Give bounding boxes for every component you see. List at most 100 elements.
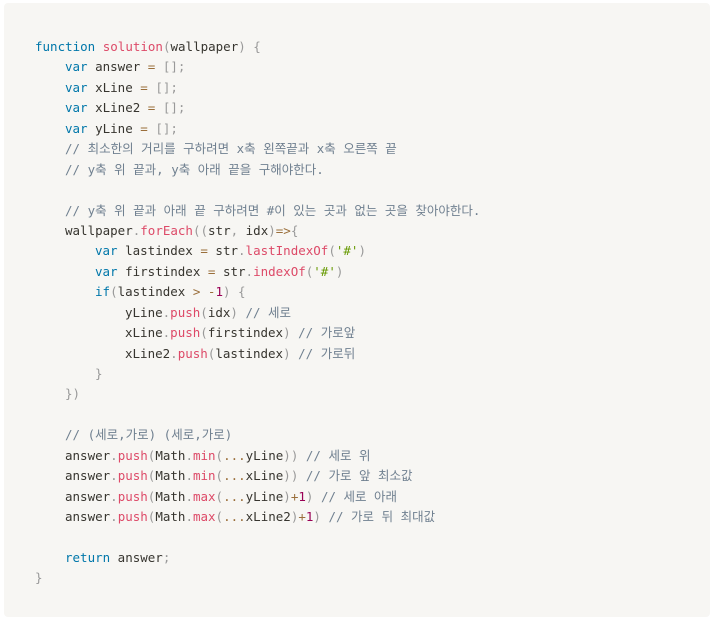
code-line: var answer = []; xyxy=(35,57,710,77)
code-token: solution xyxy=(102,39,163,54)
code-token: > xyxy=(192,284,201,300)
code-token: wallpaper xyxy=(65,222,133,238)
code-token: lastIndexOf xyxy=(245,243,329,259)
code-lines: function solution(wallpaper) {var answer… xyxy=(35,37,710,589)
code-token: ) xyxy=(313,509,321,525)
code-token: . xyxy=(185,509,193,525)
code-token: // 가로 앞 최소값 xyxy=(305,468,413,484)
code-token: max xyxy=(192,488,216,504)
code-line: var xLine2 = []; xyxy=(35,98,710,118)
code-line: yLine.push(idx) // 세로 xyxy=(35,303,710,323)
code-line: var yLine = []; xyxy=(35,119,710,139)
code-token: // 세로 xyxy=(245,304,292,320)
code-line: answer.push(Math.min(...xLine)) // 가로 앞 … xyxy=(35,466,710,486)
code-token: ) xyxy=(222,284,231,300)
code-token: var xyxy=(65,100,88,116)
code-token: ) xyxy=(283,345,291,361)
code-token: // 세로 아래 xyxy=(320,488,398,504)
code-token: 1 xyxy=(298,488,306,504)
code-line xyxy=(35,405,710,425)
code-token: // 세로 위 xyxy=(305,447,371,463)
code-token: idx xyxy=(207,304,231,320)
code-token: }) xyxy=(65,386,81,402)
code-line: var lastindex = str.lastIndexOf('#') xyxy=(35,241,710,261)
code-token: firstindex xyxy=(117,263,208,279)
code-token: => xyxy=(275,222,291,238)
code-token: ( xyxy=(215,468,224,484)
code-token: + xyxy=(290,488,299,504)
code-token: ) xyxy=(283,488,291,504)
code-token: Math xyxy=(155,468,186,484)
code-token: var xyxy=(65,79,88,95)
code-line: } xyxy=(35,364,710,384)
code-token: yLine xyxy=(245,488,284,504)
code-token: , xyxy=(230,222,239,238)
code-token: answer xyxy=(65,509,111,525)
code-token: Math xyxy=(155,488,186,504)
code-token: ) xyxy=(358,243,366,259)
code-token: wallpaper xyxy=(170,39,239,54)
code-token: '#' xyxy=(313,263,336,279)
code-token: ( xyxy=(147,447,156,463)
code-token: { xyxy=(253,39,261,54)
code-token: yLine xyxy=(125,304,163,320)
code-token: = xyxy=(147,100,156,116)
code-token: []; xyxy=(162,59,186,75)
code-token xyxy=(291,325,299,340)
code-token: } xyxy=(95,366,103,381)
code-token: ) xyxy=(290,509,299,525)
code-token: xLine xyxy=(245,468,284,484)
code-line: // 최소한의 거리를 구하려면 x축 왼쪽끝과 x축 오른쪽 끝 xyxy=(35,139,710,159)
code-token xyxy=(200,284,208,299)
code-token: lastindex xyxy=(117,243,201,259)
code-line: answer.push(Math.max(...xLine2)+1) // 가로… xyxy=(35,507,710,527)
code-token: push xyxy=(177,345,208,361)
code-token: min xyxy=(192,447,216,463)
code-token: ( xyxy=(215,509,224,525)
code-token: []; xyxy=(155,120,178,136)
code-token: . xyxy=(110,509,118,525)
code-token: . xyxy=(238,243,246,259)
code-token xyxy=(155,59,163,74)
code-token: []; xyxy=(155,79,178,95)
code-line: answer.push(Math.min(...yLine)) // 세로 위 xyxy=(35,446,710,466)
code-token: xLine2 xyxy=(87,100,148,116)
code-token: . xyxy=(110,468,118,484)
code-token: { xyxy=(238,284,246,300)
code-token: idx xyxy=(238,222,269,238)
code-token xyxy=(95,39,103,54)
code-token: xLine2 xyxy=(125,345,171,361)
code-token: push xyxy=(117,468,148,484)
code-token: xLine2 xyxy=(245,509,291,525)
code-token: = xyxy=(140,120,148,136)
code-token: indexOf xyxy=(253,263,306,279)
code-token xyxy=(231,284,239,299)
code-block[interactable]: function solution(wallpaper) {var answer… xyxy=(4,3,710,617)
code-token: // y축 위 끝과, y축 아래 끝을 구해야한다. xyxy=(65,161,324,177)
code-token: ( xyxy=(200,325,208,341)
code-token: // y축 위 끝과 아래 끝 구하려면 #이 있는 곳과 없는 곳을 찾아야한… xyxy=(65,202,481,218)
code-token: if xyxy=(95,284,111,300)
code-token xyxy=(313,489,321,504)
code-token: ) xyxy=(283,325,291,341)
code-token: )) xyxy=(283,447,299,463)
code-token: )) xyxy=(283,468,299,484)
code-token: ( xyxy=(305,263,314,279)
code-token: // 가로앞 xyxy=(298,325,356,341)
code-token: ... xyxy=(223,468,246,484)
code-token: '#' xyxy=(335,243,359,259)
code-line: } xyxy=(35,568,710,588)
code-token xyxy=(155,100,163,115)
code-token: ( xyxy=(215,447,224,463)
code-token: ) xyxy=(230,304,238,320)
code-token: . xyxy=(245,263,254,279)
code-line: // (세로,가로) (세로,가로) xyxy=(35,425,710,445)
code-token: ( xyxy=(110,284,118,300)
code-token: lastindex xyxy=(215,345,284,361)
code-line xyxy=(35,528,710,548)
code-token: ( xyxy=(207,345,216,361)
code-token xyxy=(291,346,299,361)
code-line: }) xyxy=(35,384,710,404)
code-token: } xyxy=(35,570,43,586)
code-token: // 최소한의 거리를 구하려면 x축 왼쪽끝과 x축 오른쪽 끝 xyxy=(65,141,397,157)
